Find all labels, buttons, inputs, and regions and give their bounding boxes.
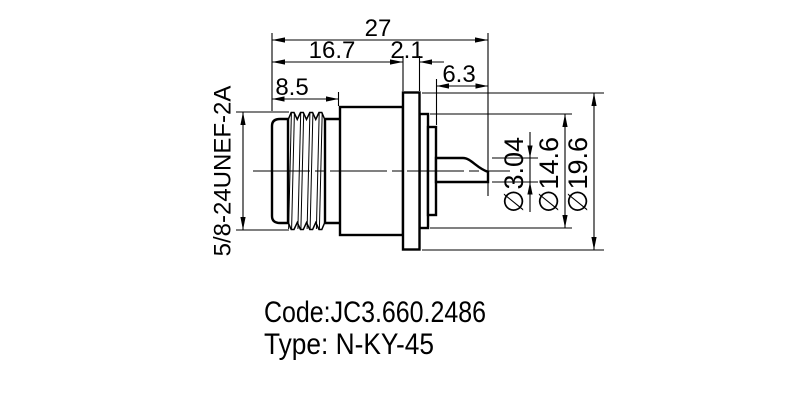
arrowhead xyxy=(562,215,568,228)
arrowhead xyxy=(272,96,285,102)
arrowhead xyxy=(436,83,449,89)
arrowhead xyxy=(527,145,533,158)
dimension-thread-spec: 5/8-24UNEF-2A xyxy=(209,86,289,257)
arrowhead xyxy=(591,93,597,106)
arrowhead xyxy=(240,217,246,230)
arrowhead xyxy=(272,59,285,65)
arrowhead xyxy=(591,237,597,250)
dimension-front-length: 16.7 xyxy=(272,37,404,91)
dimension-flange-diameter: ∅19.6 xyxy=(422,92,604,251)
part-notes: Code:JC3.660.2486 Type: N-KY-45 xyxy=(264,296,486,361)
arrowhead xyxy=(527,182,533,195)
connector-profile xyxy=(253,91,510,251)
thread-crests-top xyxy=(287,111,326,122)
arrowhead xyxy=(419,59,432,65)
arrowhead xyxy=(272,37,285,43)
part-type: Type: N-KY-45 xyxy=(264,328,434,361)
dimension-contact-diameter: ∅3.04 xyxy=(492,132,538,213)
dimension-label: ∅19.6 xyxy=(563,137,593,213)
arrowhead xyxy=(240,112,246,125)
arrowhead xyxy=(475,83,488,89)
dimension-label: ∅14.6 xyxy=(534,137,564,213)
dimension-label: 8.5 xyxy=(275,74,308,101)
part-code: Code:JC3.660.2486 xyxy=(264,296,486,329)
dimension-flange-thickness: 2.1 xyxy=(390,37,444,91)
arrowhead xyxy=(326,96,339,102)
arrowhead xyxy=(562,114,568,127)
thread-crests-bottom xyxy=(287,220,326,231)
solder-tab xyxy=(434,156,490,184)
dimension-overall-length: 27 xyxy=(271,15,489,196)
dimension-label: 27 xyxy=(365,15,392,42)
arrowhead xyxy=(390,59,403,65)
dimension-bushing-diameter: ∅14.6 xyxy=(430,113,572,229)
dimension-label: 2.1 xyxy=(390,37,423,64)
dimension-label: 6.3 xyxy=(442,61,475,88)
dimension-label: ∅3.04 xyxy=(499,137,529,213)
arrowhead xyxy=(475,37,488,43)
dimension-label: 16.7 xyxy=(309,37,356,64)
dimension-rear-length: 6.3 xyxy=(435,61,488,125)
thread-spec-label: 5/8-24UNEF-2A xyxy=(209,86,236,257)
dimension-coupling-nut-length: 8.5 xyxy=(272,74,340,106)
